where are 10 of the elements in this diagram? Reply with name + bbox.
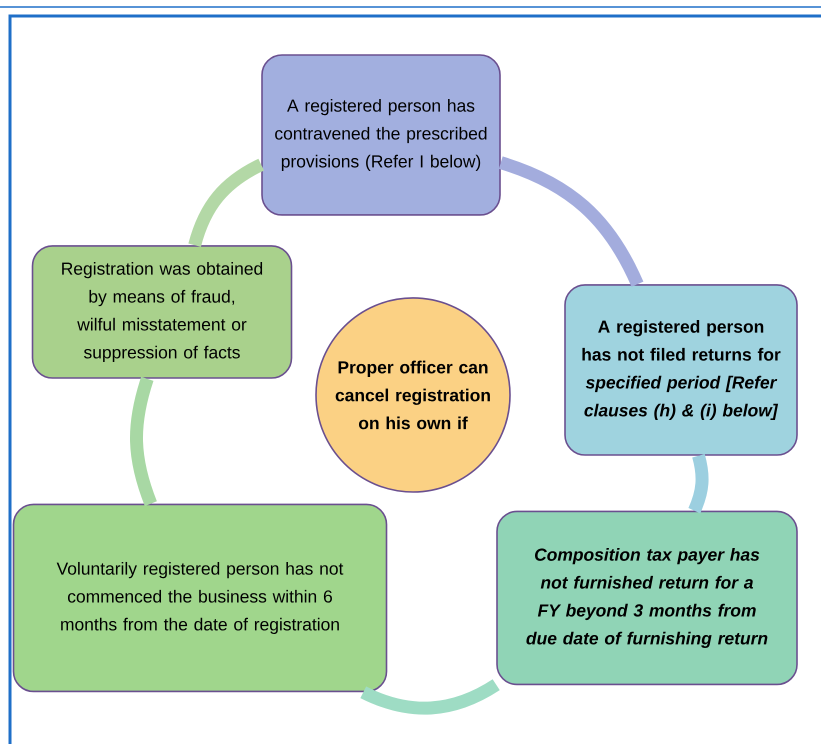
process-box: Composition tax payer has not furnished return for a FY beyond 3 months from due date of furnishing return	[496, 510, 798, 686]
ring-connector	[498, 156, 644, 287]
ring-connector	[188, 158, 264, 247]
process-box: A registered person has not filed returns for specified period [Refer clauses (h) & (i) below]	[564, 284, 798, 456]
process-box: Voluntarily registered person has not commenced the business within 6 months from the date of registration	[12, 504, 388, 692]
process-box: A registered person has contravened the prescribed provisions (Refer I below)	[261, 54, 501, 216]
process-box: Registration was obtained by means of fraud, wilful misstatement or suppression of facts	[32, 245, 292, 379]
ring-connector	[688, 454, 709, 514]
ring-connector	[360, 679, 500, 715]
ring-connector	[130, 376, 157, 506]
